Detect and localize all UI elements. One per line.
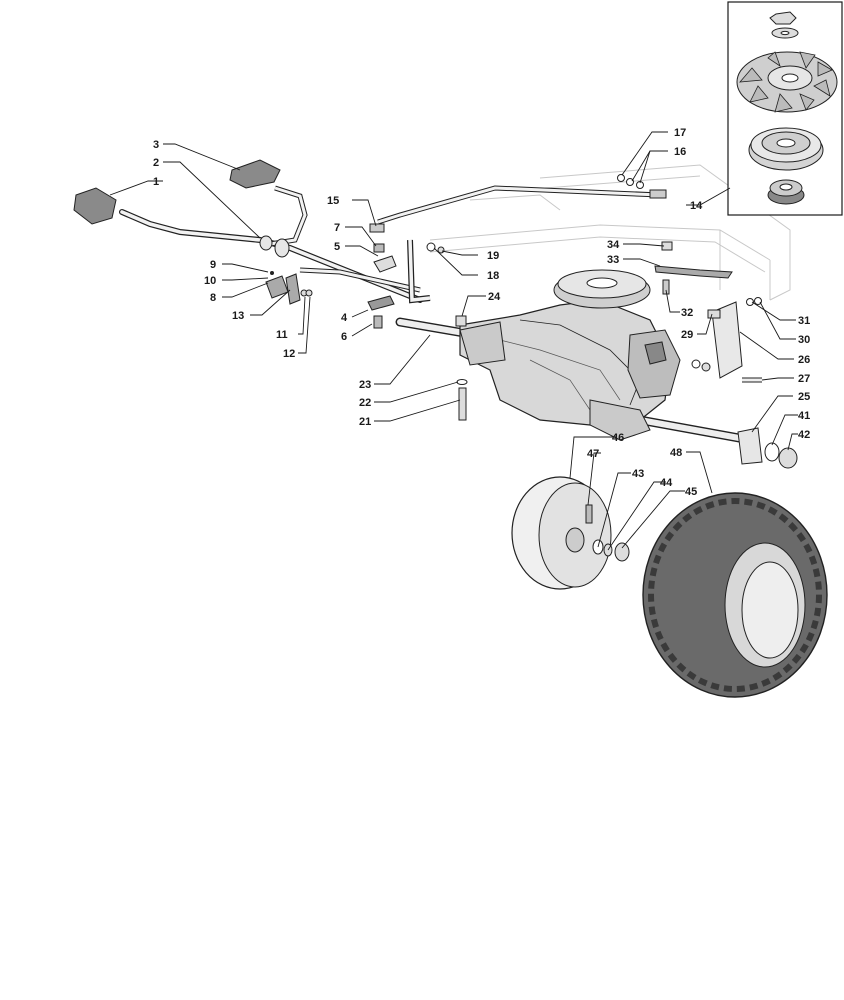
- label-part-6: 6: [341, 331, 347, 343]
- label-part-8: 8: [210, 292, 216, 304]
- pulley-icon: [748, 127, 824, 171]
- label-part-41: 41: [798, 410, 810, 422]
- label-part-29: 29: [681, 329, 693, 341]
- label-part-48: 48: [670, 447, 682, 459]
- label-part-30: 30: [798, 334, 810, 346]
- pedal-pad-icon: [73, 187, 117, 225]
- part-labels: 1 2 3 4 5 6 7 8 9 10 11 12 13 14 15 16 1…: [153, 127, 810, 498]
- label-part-17: 17: [674, 127, 686, 139]
- label-part-2: 2: [153, 157, 159, 169]
- label-part-16: 16: [674, 146, 686, 158]
- label-part-33: 33: [607, 254, 619, 266]
- label-part-9: 9: [210, 259, 216, 271]
- label-part-42: 42: [798, 429, 810, 441]
- hub-icon: [767, 179, 805, 205]
- label-part-25: 25: [798, 391, 810, 403]
- label-part-12: 12: [283, 348, 295, 360]
- nut-icon: [769, 11, 797, 25]
- label-part-47: 47: [587, 448, 599, 460]
- cooling-fan-icon: [736, 51, 838, 113]
- label-part-24: 24: [488, 291, 501, 303]
- label-part-44: 44: [660, 477, 673, 489]
- label-part-45: 45: [685, 486, 697, 498]
- label-part-15: 15: [327, 195, 339, 207]
- transaxle: [395, 269, 755, 445]
- label-part-46: 46: [612, 432, 624, 444]
- label-part-4: 4: [341, 312, 348, 324]
- label-part-7: 7: [334, 222, 340, 234]
- right-small-parts: [455, 241, 798, 469]
- label-part-19: 19: [487, 250, 499, 262]
- label-part-11: 11: [276, 329, 288, 341]
- label-part-14: 14: [690, 200, 703, 212]
- label-part-18: 18: [487, 270, 499, 282]
- label-part-21: 21: [359, 416, 371, 428]
- label-part-32: 32: [681, 307, 693, 319]
- label-part-3: 3: [153, 139, 159, 151]
- label-part-43: 43: [632, 468, 644, 480]
- leader-lines: [109, 131, 798, 551]
- label-part-5: 5: [334, 241, 340, 253]
- label-part-26: 26: [798, 354, 810, 366]
- inset-box: [727, 1, 843, 216]
- label-part-27: 27: [798, 373, 810, 385]
- label-part-23: 23: [359, 379, 371, 391]
- label-part-34: 34: [607, 239, 620, 251]
- washer-icon: [771, 27, 799, 39]
- control-rods: [73, 159, 667, 329]
- tire: [642, 492, 828, 698]
- label-part-22: 22: [359, 397, 371, 409]
- label-part-31: 31: [798, 315, 810, 327]
- label-part-1: 1: [153, 176, 159, 188]
- chassis-frame: [429, 164, 791, 301]
- wheel-rim: [511, 476, 630, 590]
- label-part-13: 13: [232, 310, 244, 322]
- pedal-pad-icon: [229, 159, 281, 189]
- label-part-10: 10: [204, 275, 216, 287]
